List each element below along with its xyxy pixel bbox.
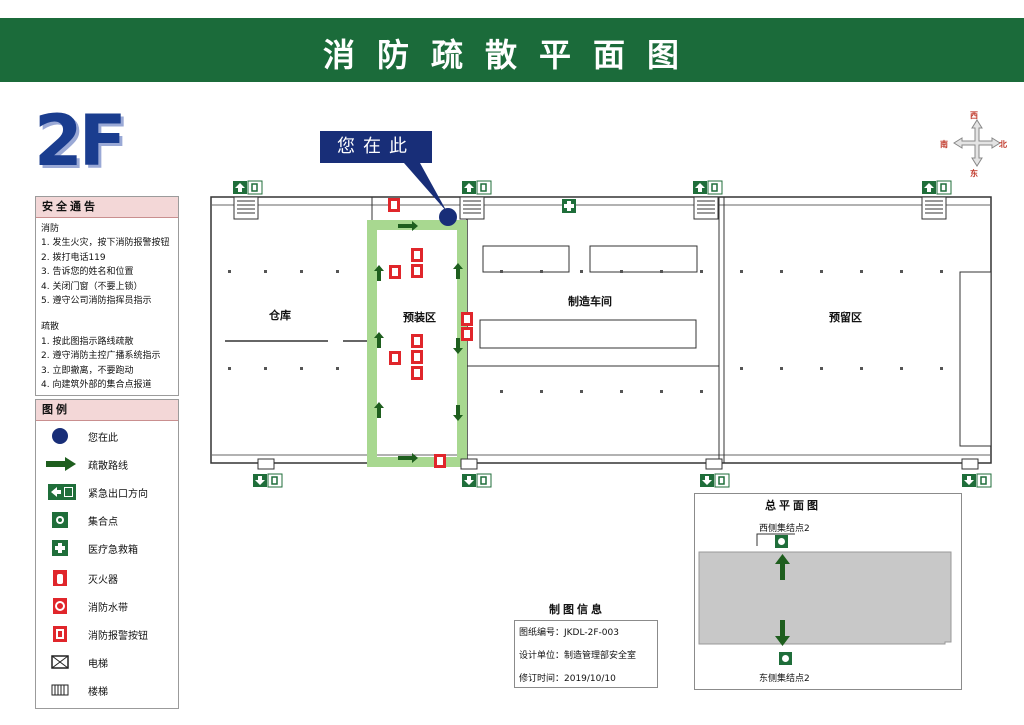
fire-hose-icon <box>53 598 67 614</box>
legend-item: 疏散路线 <box>36 450 178 478</box>
fire-step: 3. 告诉您的姓名和位置 <box>41 267 134 278</box>
west-assembly-point-label: 西侧集结点2 <box>759 524 810 534</box>
fire-step: 1. 发生火灾，按下消防报警按钮 <box>41 238 170 249</box>
zone-pre-assembly: 预装区 <box>403 311 436 324</box>
page-title: 消防疏散平面图 <box>322 36 701 74</box>
safety-notice-title: 安全通告 <box>36 197 178 218</box>
drawing-info-title: 制图信息 <box>549 603 605 616</box>
you-are-here-callout: 您在此 <box>320 131 432 163</box>
compass-north: 北 <box>999 140 1007 149</box>
evacuation-arrow-icon <box>46 457 76 471</box>
first-aid-icon <box>52 540 68 556</box>
elevator-icon <box>51 655 69 669</box>
exit-sign-icon <box>48 484 76 500</box>
fire-step: 4. 关闭门窗（不要上锁） <box>41 281 143 292</box>
safety-notice-panel: 安全通告 消防 1. 发生火灾，按下消防报警按钮 2. 拨打电话119 3. 告… <box>35 196 179 396</box>
evac-step: 4. 向建筑外部的集合点报道 <box>41 380 152 391</box>
fire-step: 2. 拨打电话119 <box>41 252 106 263</box>
stairs-icon <box>51 684 69 696</box>
legend-panel: 图例 您在此 疏散路线 紧急出口方向 集合点 医疗急救箱 灭火器 消防水带 消防… <box>35 399 179 709</box>
floor-label: 2F <box>34 100 127 182</box>
zone-reserved: 预留区 <box>829 311 862 324</box>
evac-step: 2. 遵守消防主控广播系统指示 <box>41 351 161 362</box>
compass-south: 南 <box>940 140 948 149</box>
zone-workshop: 制造车间 <box>568 295 612 308</box>
compass-icon <box>953 119 1001 167</box>
legend-item: 电梯 <box>36 648 178 676</box>
drawing-number: 图纸编号：JKDL-2F-003 <box>519 628 619 638</box>
fire-step: 5. 遵守公司消防指挥员指示 <box>41 296 152 307</box>
compass-east: 东 <box>970 169 978 178</box>
assembly-point-icon <box>52 512 68 528</box>
evac-step: 1. 按此图指示路线疏散 <box>41 336 134 347</box>
legend-title: 图例 <box>36 400 178 421</box>
site-plan-title: 总平面图 <box>765 499 821 512</box>
revision-date: 修订时间：2019/10/10 <box>519 674 616 684</box>
zone-warehouse: 仓库 <box>269 309 291 322</box>
fire-heading: 消防 <box>41 224 60 234</box>
you-are-here-icon <box>52 428 68 444</box>
legend-item: 楼梯 <box>36 676 178 704</box>
legend-item: 紧急出口方向 <box>36 478 178 506</box>
evac-heading: 疏散 <box>41 322 60 333</box>
drawing-info-box: 图纸编号：JKDL-2F-003 设计单位：制造管理部安全室 修订时间：2019… <box>514 620 658 688</box>
design-unit: 设计单位：制造管理部安全室 <box>519 651 637 661</box>
legend-item: 您在此 <box>36 422 178 450</box>
legend-item: 集合点 <box>36 506 178 534</box>
site-plan-box: 总平面图 西侧集结点2 东侧集结点2 <box>694 493 962 690</box>
fire-alarm-icon <box>53 626 67 642</box>
compass-west: 西 <box>970 111 978 120</box>
legend-item: 消防报警按钮 <box>36 620 178 648</box>
east-assembly-point-label: 东侧集结点2 <box>759 674 810 684</box>
legend-item: 灭火器 <box>36 564 178 592</box>
legend-item: 医疗急救箱 <box>36 534 178 562</box>
evac-step: 3. 立即撤离，不要跑动 <box>41 365 134 376</box>
site-plan-drawing <box>698 533 952 665</box>
fire-extinguisher-icon <box>53 570 67 586</box>
header-bar <box>0 18 1024 82</box>
legend-item: 消防水带 <box>36 592 178 620</box>
